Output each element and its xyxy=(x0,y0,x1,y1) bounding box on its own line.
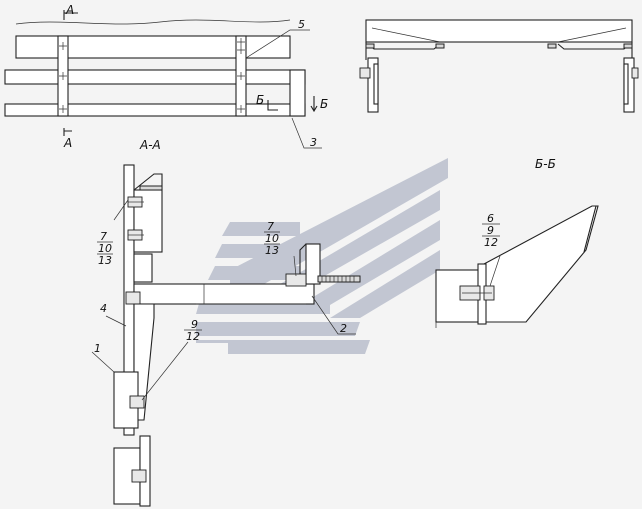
section-cut-b-marker: Б xyxy=(256,93,264,107)
callout-part-3: 3 xyxy=(310,136,317,149)
section-title-a-a: А-А xyxy=(139,138,161,152)
callout-stack-lower: 9 12 xyxy=(184,318,202,343)
callout-10: 10 xyxy=(265,232,279,245)
callout-10: 10 xyxy=(98,242,112,255)
section-title-b-b: Б-Б xyxy=(535,157,556,171)
callout-7: 7 xyxy=(100,230,107,243)
section-b-b-view xyxy=(435,205,599,328)
section-cut-a-top: А xyxy=(65,3,74,17)
section-cut-b-arrow: Б xyxy=(320,97,328,111)
callout-7: 7 xyxy=(267,220,274,233)
callout-part-5: 5 xyxy=(298,18,305,31)
callout-stack-center: 7 10 13 xyxy=(264,220,280,257)
section-a-a-view xyxy=(91,164,361,507)
callout-stack-left: 7 10 13 xyxy=(97,230,113,267)
section-cut-a-bottom: А xyxy=(63,136,72,150)
callout-9: 9 xyxy=(191,318,198,331)
callout-12: 12 xyxy=(186,330,200,343)
callout-part-2: 2 xyxy=(340,322,347,335)
callout-13: 13 xyxy=(98,254,112,267)
callout-9: 9 xyxy=(487,224,494,237)
callout-12: 12 xyxy=(484,236,498,249)
callout-part-4: 4 xyxy=(100,302,107,315)
callout-part-1: 1 xyxy=(94,342,101,355)
callout-6: 6 xyxy=(487,212,494,225)
callout-stack-bb: 6 9 12 xyxy=(482,212,500,249)
callout-13: 13 xyxy=(265,244,279,257)
watermark-logo xyxy=(196,158,448,354)
front-view xyxy=(359,19,639,113)
plan-view xyxy=(4,10,322,149)
